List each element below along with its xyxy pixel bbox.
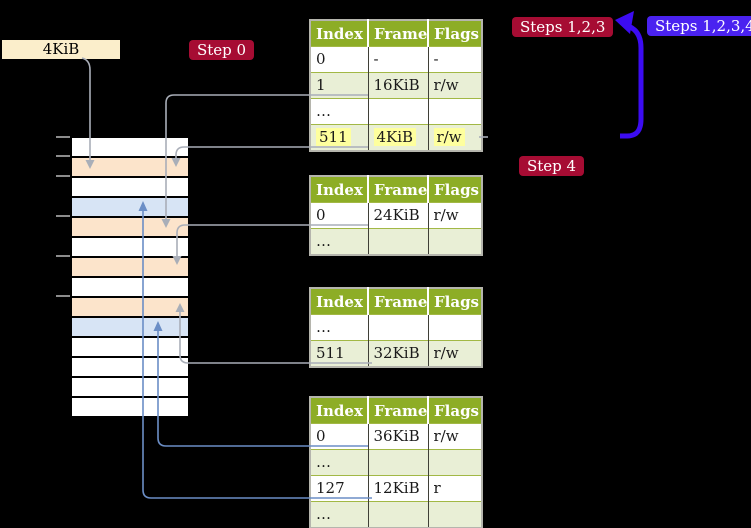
cell-index: 0: [310, 46, 369, 73]
memory-row-free: [72, 378, 188, 398]
cell-frame: 32KiB: [368, 340, 429, 367]
column-header-frame: Frame: [368, 176, 429, 203]
column-header-index: Index: [310, 288, 369, 315]
cell-flags: r/w: [428, 72, 482, 99]
badge-steps-1-2-3-4: Steps 1,2,3,4: [647, 16, 751, 36]
cell-flags: [428, 98, 482, 125]
cell-index: …: [310, 314, 369, 341]
cell-frame: 4KiB: [368, 124, 429, 151]
table-row: …: [310, 501, 482, 528]
cell-frame: [368, 228, 429, 255]
cell-flags: r: [428, 475, 482, 502]
page-table-level-3: Index Frame Flags … 511 32KiB r/w: [309, 287, 483, 368]
cell-flags: r/w: [428, 340, 482, 367]
highlighted-value: 511: [316, 128, 351, 146]
cell-frame: -: [368, 46, 429, 73]
table-row: 0 24KiB r/w: [310, 202, 482, 229]
cell-index: 0: [310, 423, 369, 450]
memory-row-mapped: [72, 198, 188, 218]
cell-index: 0: [310, 202, 369, 229]
column-header-index: Index: [310, 397, 369, 424]
cell-frame: 36KiB: [368, 423, 429, 450]
recursive-arrow-shaft: [620, 23, 644, 139]
cell-flags: [428, 501, 482, 528]
cell-frame: 12KiB: [368, 475, 429, 502]
cell-flags: [428, 449, 482, 476]
column-header-frame: Frame: [368, 20, 429, 47]
memory-row-free: [72, 238, 188, 258]
page-table-level-top: Index Frame Flags 0 - - 1 16KiB r/w … 51…: [309, 19, 483, 152]
column-header-flags: Flags: [428, 288, 482, 315]
table-row: …: [310, 228, 482, 255]
memory-row-pt: [72, 258, 188, 278]
memory-row-mapped: [72, 318, 188, 338]
cell-flags: r/w: [428, 423, 482, 450]
column-header-flags: Flags: [428, 397, 482, 424]
table-header-row: Index Frame Flags: [310, 288, 482, 315]
highlighted-value: r/w: [433, 128, 465, 146]
recursive-arrow: [615, 11, 644, 139]
page-table-level-2: Index Frame Flags 0 24KiB r/w …: [309, 175, 483, 256]
badge-step-4: Step 4: [519, 156, 585, 176]
page-table-level-1: Index Frame Flags 0 36KiB r/w … 127 12Ki…: [309, 396, 483, 528]
cell-flags: [428, 314, 482, 341]
memory-row-free: [72, 398, 188, 416]
cell-flags: r/w: [428, 202, 482, 229]
table-row: 511 32KiB r/w: [310, 340, 482, 367]
memory-tick-marks: [56, 136, 70, 297]
column-header-flags: Flags: [428, 176, 482, 203]
badge-steps-1-2-3: Steps 1,2,3: [512, 17, 614, 37]
memory-row-pt: [72, 218, 188, 238]
memory-row-free: [72, 338, 188, 358]
cell-index: 1: [310, 72, 369, 99]
column-header-flags: Flags: [428, 20, 482, 47]
memory-row-pt: [72, 298, 188, 318]
memory-row-free: [72, 138, 188, 158]
table-row: 1 16KiB r/w: [310, 72, 482, 99]
cell-frame: [368, 314, 429, 341]
cell-frame: [368, 501, 429, 528]
column-header-index: Index: [310, 20, 369, 47]
cell-index: …: [310, 501, 369, 528]
table-row: 0 36KiB r/w: [310, 423, 482, 450]
memory-column: [70, 136, 190, 418]
cell-index: 511: [310, 124, 369, 151]
table-row: …: [310, 314, 482, 341]
badge-step-0: Step 0: [189, 40, 255, 60]
cell-frame: 24KiB: [368, 202, 429, 229]
cell-index: …: [310, 228, 369, 255]
table-row: 0 - -: [310, 46, 482, 73]
table-row: …: [310, 98, 482, 125]
cell-index: …: [310, 449, 369, 476]
cell-flags: -: [428, 46, 482, 73]
table-header-row: Index Frame Flags: [310, 397, 482, 424]
cell-index: 127: [310, 475, 369, 502]
cell-frame: 16KiB: [368, 72, 429, 99]
recursive-arrowhead: [615, 11, 634, 34]
table-row: 127 12KiB r: [310, 475, 482, 502]
cell-flags: r/w: [428, 124, 482, 151]
memory-row-free: [72, 278, 188, 298]
column-header-frame: Frame: [368, 397, 429, 424]
memory-row-pt: [72, 158, 188, 178]
cell-flags: [428, 228, 482, 255]
table-row: …: [310, 449, 482, 476]
column-header-index: Index: [310, 176, 369, 203]
memory-row-free: [72, 178, 188, 198]
frame-size-label: 4KiB: [2, 40, 120, 59]
memory-row-free: [72, 358, 188, 378]
cell-index: …: [310, 98, 369, 125]
cell-index: 511: [310, 340, 369, 367]
cell-frame: [368, 98, 429, 125]
highlighted-value: 4KiB: [373, 128, 417, 146]
cell-frame: [368, 449, 429, 476]
table-row-highlighted: 511 4KiB r/w: [310, 124, 482, 151]
table-header-row: Index Frame Flags: [310, 176, 482, 203]
table-header-row: Index Frame Flags: [310, 20, 482, 47]
column-header-frame: Frame: [368, 288, 429, 315]
